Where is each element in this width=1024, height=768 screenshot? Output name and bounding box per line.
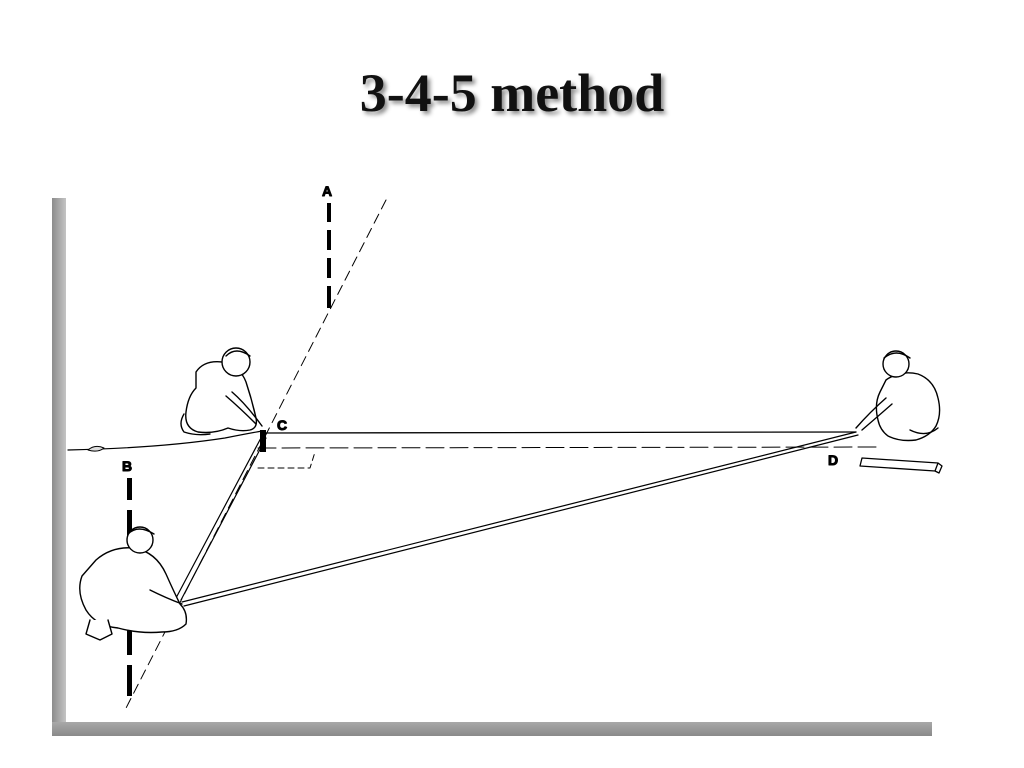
frame-shadow-left (52, 198, 66, 736)
tape-b-d-1 (181, 431, 857, 603)
person-at-c (180, 347, 263, 436)
tape-b-d-2 (183, 434, 859, 607)
frame-shadow-bottom (52, 722, 932, 736)
person-at-d (855, 350, 941, 442)
person-at-b (79, 526, 188, 641)
tape-c-b-2 (180, 437, 267, 601)
peg-c (260, 430, 266, 452)
label-b: B (122, 458, 132, 474)
label-a: A (322, 183, 332, 199)
ground-line (67, 430, 263, 451)
plank-icon (859, 457, 943, 474)
frame-shadow (52, 198, 932, 736)
person-icon (79, 547, 188, 634)
label-c: C (277, 417, 287, 433)
alignment-line-dashed (123, 199, 387, 713)
tape-c-d (265, 431, 857, 434)
baseline-dashed (257, 446, 881, 449)
person-icon (875, 372, 941, 442)
peg-icon (87, 445, 105, 452)
tape-c-b-1 (175, 435, 263, 599)
label-d: D (828, 452, 838, 468)
ranging-pole-a (327, 203, 331, 308)
slide-title: 3-4-5 method (359, 63, 665, 123)
right-angle-mark (257, 451, 316, 469)
